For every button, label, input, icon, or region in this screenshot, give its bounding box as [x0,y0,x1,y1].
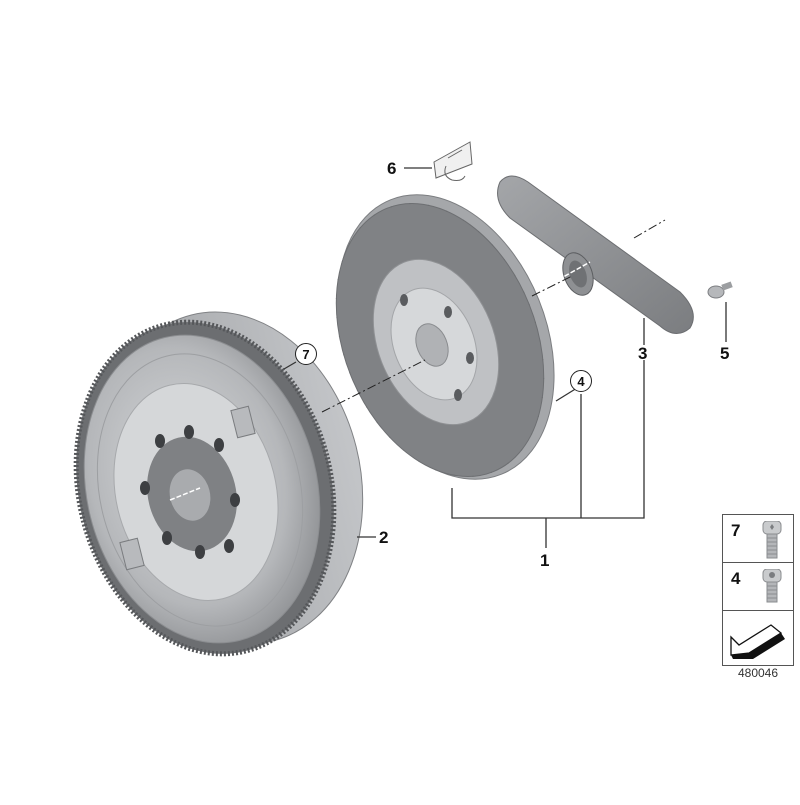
legend-label: 4 [731,569,741,588]
axis-lines [321,219,666,413]
legend-item-7[interactable]: 7 [723,515,793,563]
cable-tie-part-6 [433,141,473,181]
direction-arrow-icon [730,624,785,659]
diagram-id: 480046 [737,666,779,680]
callout-2[interactable]: 2 [379,528,389,547]
ball-pin-part-5 [707,281,733,299]
legend-label: 7 [731,521,741,540]
callout-3[interactable]: 3 [638,344,648,363]
legend-arrow-cell [723,611,793,665]
leader-lines [283,167,727,548]
clutch-disc-assembly [335,194,555,480]
callout-6[interactable]: 6 [387,159,397,178]
callout-5[interactable]: 5 [720,344,730,363]
callout-4-circled[interactable]: 4 [570,370,592,392]
hardware-legend: 7 4 [722,514,794,666]
hex-socket-bolt-icon [762,569,782,603]
callout-7-circled[interactable]: 7 [295,343,317,365]
callout-1[interactable]: 1 [540,551,550,570]
release-lever-part-3 [497,175,694,334]
torx-bolt-icon [762,521,782,559]
legend-item-4[interactable]: 4 [723,563,793,611]
flywheel-part-2 [73,311,364,657]
